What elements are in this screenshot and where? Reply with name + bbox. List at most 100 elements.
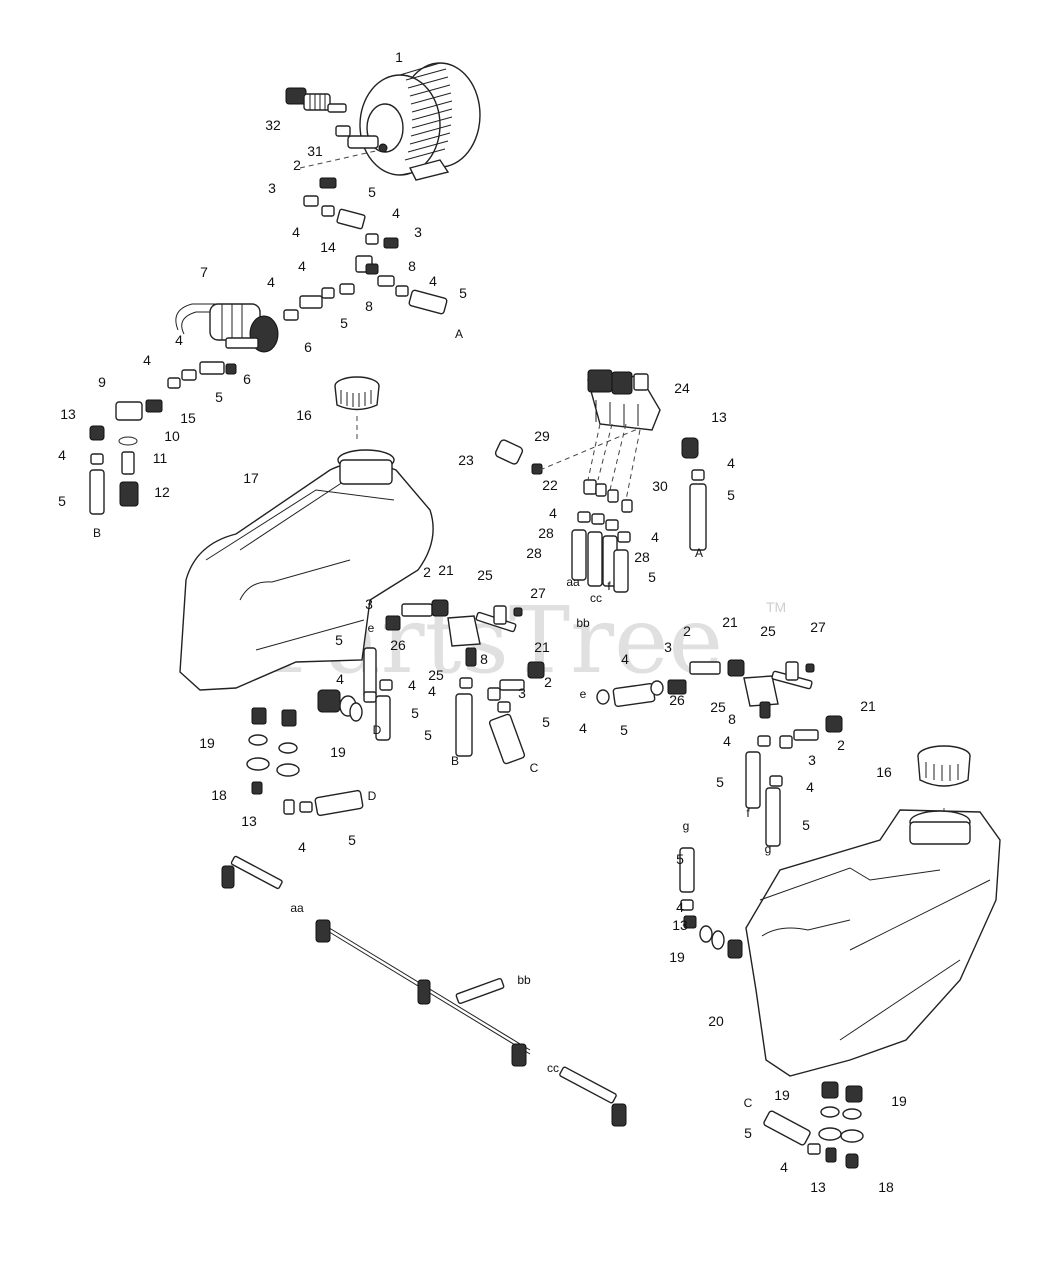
callout-17: 17 — [243, 470, 259, 486]
callout-19: 19 — [669, 949, 685, 965]
connector-aa: aa — [566, 575, 580, 589]
spray-wand — [285, 87, 351, 137]
callout-16: 16 — [876, 764, 892, 780]
connector-bb: bb — [576, 616, 590, 630]
callout-2: 2 — [293, 157, 301, 173]
tank-right — [745, 809, 1001, 1077]
callout-4: 4 — [429, 273, 437, 289]
callout-5: 5 — [459, 285, 467, 301]
callout-25: 25 — [760, 623, 776, 639]
callout-5: 5 — [727, 487, 735, 503]
callout-5: 5 — [340, 315, 348, 331]
callout-3: 3 — [664, 639, 672, 655]
callout-4: 4 — [780, 1159, 788, 1175]
callout-5: 5 — [348, 832, 356, 848]
callout-5: 5 — [744, 1125, 752, 1141]
callout-4: 4 — [392, 205, 400, 221]
connector-C: C — [744, 1096, 753, 1110]
callout-1: 1 — [395, 49, 403, 65]
connector-f: f — [746, 806, 750, 820]
callout-7: 7 — [200, 264, 208, 280]
callout-18: 18 — [878, 1179, 894, 1195]
callout-16: 16 — [296, 407, 312, 423]
callout-4: 4 — [143, 352, 151, 368]
hose-reel — [347, 62, 481, 181]
valve-manifold — [494, 369, 699, 475]
callout-28: 28 — [634, 549, 650, 565]
connector-g: g — [683, 819, 690, 833]
middle-valves-left — [363, 599, 545, 765]
callout-5: 5 — [411, 705, 419, 721]
connector-A: A — [455, 327, 463, 341]
connector-e: e — [368, 621, 375, 635]
callout-22: 22 — [542, 477, 558, 493]
callout-5: 5 — [620, 722, 628, 738]
tank-lid-right — [917, 745, 971, 787]
callout-5: 5 — [58, 493, 66, 509]
callout-4: 4 — [549, 505, 557, 521]
callout-2: 2 — [837, 737, 845, 753]
drain-fittings-left — [246, 689, 364, 817]
callout-13: 13 — [672, 917, 688, 933]
callout-4: 4 — [428, 683, 436, 699]
callout-14: 14 — [320, 239, 336, 255]
callout-19: 19 — [891, 1093, 907, 1109]
callout-4: 4 — [579, 720, 587, 736]
callout-29: 29 — [534, 428, 550, 444]
callout-31: 31 — [307, 143, 323, 159]
callout-19: 19 — [774, 1087, 790, 1103]
callout-5: 5 — [802, 817, 810, 833]
callout-4: 4 — [298, 839, 306, 855]
callout-5: 5 — [335, 632, 343, 648]
callout-23: 23 — [458, 452, 474, 468]
connector-f: f — [607, 579, 611, 593]
callout-8: 8 — [408, 258, 416, 274]
callout-19: 19 — [199, 735, 215, 751]
callout-5: 5 — [542, 714, 550, 730]
middle-valves-right — [596, 659, 843, 847]
callout-5: 5 — [368, 184, 376, 200]
watermark-tm: TM — [766, 599, 786, 615]
connector-C: C — [530, 761, 539, 775]
connector-cc: cc — [590, 591, 602, 605]
callout-4: 4 — [298, 258, 306, 274]
upper-fittings — [283, 177, 448, 321]
callout-5: 5 — [424, 727, 432, 743]
callout-21: 21 — [534, 639, 550, 655]
callout-3: 3 — [365, 596, 373, 612]
connector-B: B — [451, 754, 459, 768]
callout-30: 30 — [652, 478, 668, 494]
manifold-outlets — [571, 469, 707, 593]
callout-10: 10 — [164, 428, 180, 444]
callout-8: 8 — [365, 298, 373, 314]
callout-27: 27 — [810, 619, 826, 635]
callout-3: 3 — [268, 180, 276, 196]
callout-5: 5 — [215, 389, 223, 405]
connector-aa: aa — [290, 901, 304, 915]
callout-15: 15 — [180, 410, 196, 426]
callout-21: 21 — [860, 698, 876, 714]
connector-B: B — [93, 526, 101, 540]
callout-9: 9 — [98, 374, 106, 390]
callout-6: 6 — [243, 371, 251, 387]
callout-28: 28 — [526, 545, 542, 561]
callout-2: 2 — [544, 674, 552, 690]
callout-4: 4 — [723, 733, 731, 749]
callout-12: 12 — [154, 484, 170, 500]
callout-27: 27 — [530, 585, 546, 601]
callout-4: 4 — [175, 332, 183, 348]
assembly-guide-lines — [299, 149, 945, 826]
callout-3: 3 — [808, 752, 816, 768]
callout-21: 21 — [722, 614, 738, 630]
callout-6: 6 — [304, 339, 312, 355]
callout-8: 8 — [728, 711, 736, 727]
callout-13: 13 — [60, 406, 76, 422]
left-fittings — [89, 361, 237, 515]
tank-lid-left — [334, 376, 380, 411]
callout-13: 13 — [711, 409, 727, 425]
callout-13: 13 — [810, 1179, 826, 1195]
callout-13: 13 — [241, 813, 257, 829]
